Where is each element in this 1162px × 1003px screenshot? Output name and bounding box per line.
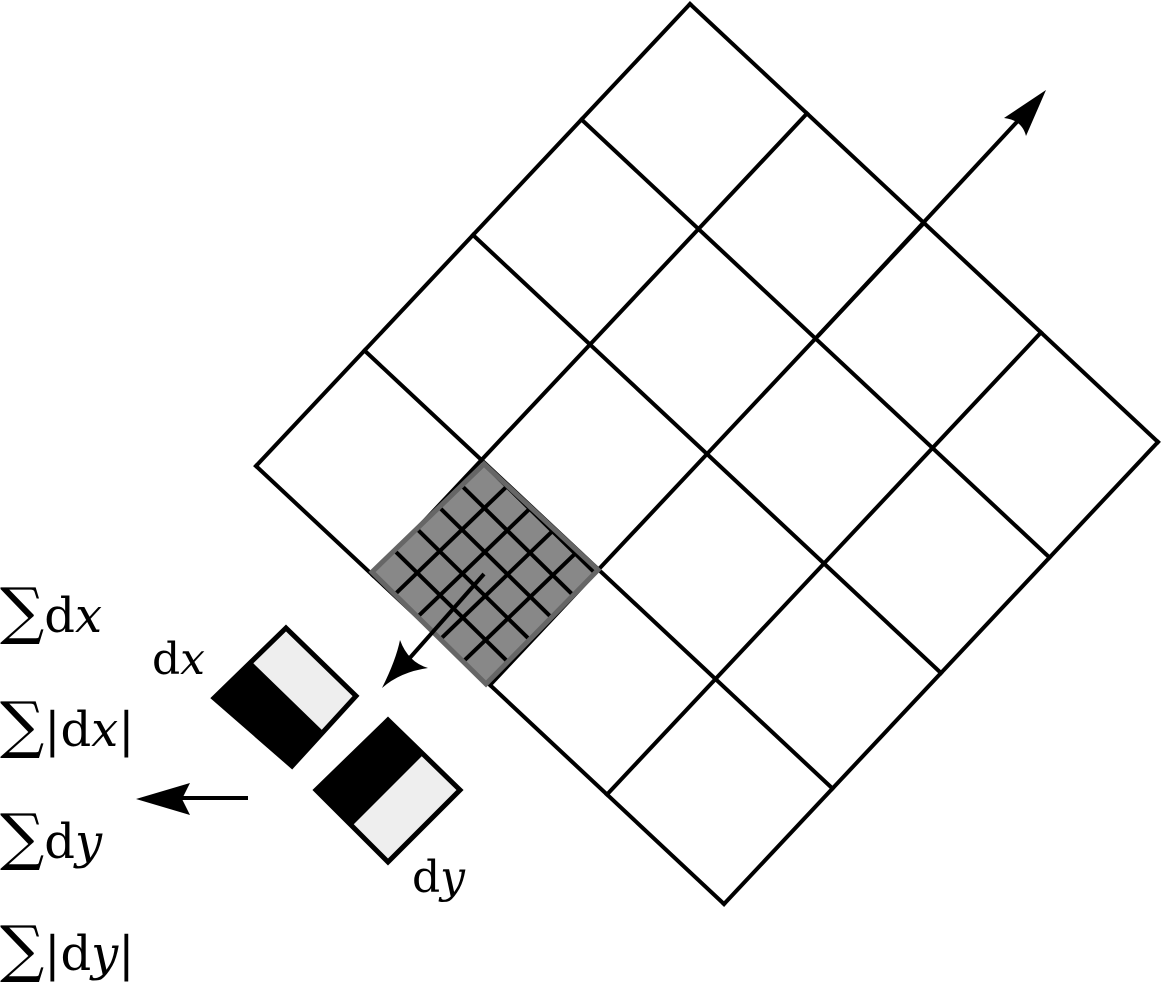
sums-arrow	[136, 783, 248, 815]
orientation-arrow	[816, 90, 1046, 338]
subregion-to-filter-arrow	[382, 572, 486, 688]
sum-dx-label: ∑dx	[0, 574, 102, 647]
grid-line-b-3	[578, 116, 1053, 561]
sum-abs-dy-label: ∑|dy|	[0, 912, 134, 985]
highlighted-subregion	[368, 460, 602, 688]
sum-dy-label: ∑dy	[0, 800, 103, 873]
dy-haar-filter	[312, 716, 464, 866]
grid-line-b-2	[470, 232, 944, 676]
grid-line-a-3	[604, 329, 1044, 798]
sample-line-a-3	[439, 529, 554, 641]
sample-line-b-1	[392, 548, 510, 664]
subregion-border	[368, 460, 602, 688]
dx-haar-filter	[210, 624, 360, 770]
subregion-fill	[372, 464, 598, 684]
dy-label: dy	[412, 852, 466, 903]
sample-line-a-2	[416, 507, 531, 619]
sample-line-b-4	[460, 484, 578, 600]
sample-line-a-4	[461, 552, 577, 664]
sample-line-a-1	[393, 484, 509, 596]
dx-label: dx	[152, 634, 205, 685]
sum-abs-dx-label: ∑|dx|	[0, 688, 134, 761]
grid-line-a-4	[721, 439, 1161, 907]
sample-line-b-3	[437, 505, 555, 621]
